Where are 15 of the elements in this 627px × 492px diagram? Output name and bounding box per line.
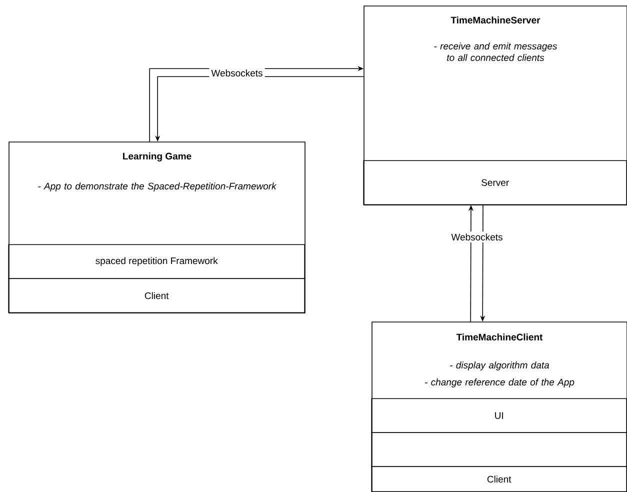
compartment: Server bbox=[363, 160, 627, 205]
class-title: Learning Game bbox=[123, 152, 192, 162]
edge-label: Websockets bbox=[209, 68, 265, 78]
class-title: TimeMachineServer bbox=[450, 16, 540, 24]
compartment: spaced repetition Framework bbox=[8, 244, 305, 279]
compartment: Client bbox=[371, 466, 627, 492]
compartment: Client bbox=[8, 278, 305, 313]
class-description: - receive and emit messages to all connected clients bbox=[434, 42, 558, 61]
compartment bbox=[371, 432, 627, 467]
class-description: - App to demonstrate the Spaced-Repetition-Framework bbox=[38, 182, 277, 192]
class-description: - display algorithm data bbox=[450, 362, 550, 370]
class-title: TimeMachineClient bbox=[456, 334, 543, 340]
class-description: - change reference date of the App bbox=[425, 378, 574, 388]
compartment: UI bbox=[371, 398, 627, 433]
edge-label: Websockets bbox=[449, 232, 505, 242]
